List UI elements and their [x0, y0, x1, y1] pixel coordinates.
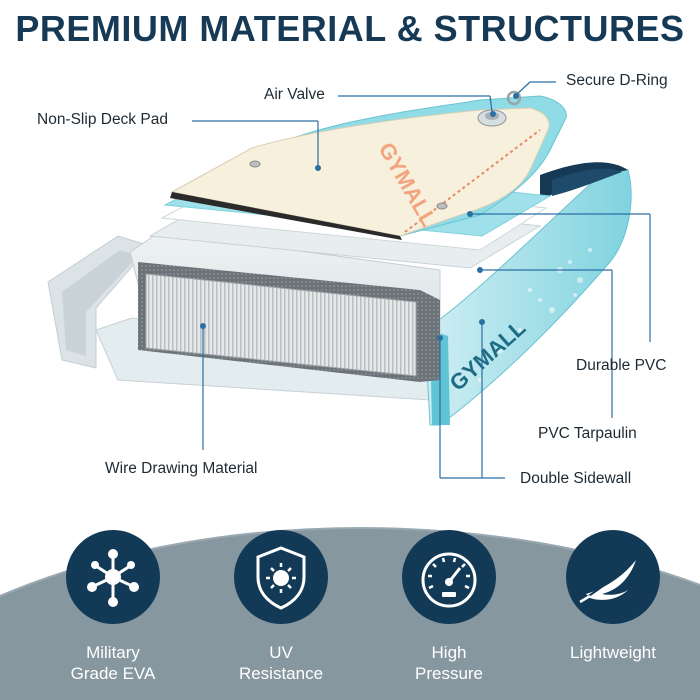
feature-text: Military Grade EVA: [70, 643, 156, 683]
feature-text: High Pressure: [414, 643, 484, 683]
page-title: PREMIUM MATERIAL & STRUCTURES: [15, 8, 685, 49]
pressure-gauge-icon: [402, 530, 496, 624]
molecule-icon: [66, 530, 160, 624]
deck-pad-label: Non-Slip Deck Pad: [37, 111, 168, 128]
wire-drawing-label: Wire Drawing Material: [105, 460, 258, 477]
feature-uv-resistance: UV Resistance: [211, 530, 351, 684]
double-sidewall-label: Double Sidewall: [520, 470, 632, 487]
air-valve-label: Air Valve: [264, 86, 325, 103]
feature-lightweight: Lightweight: [543, 530, 683, 663]
d-ring-label: Secure D-Ring: [566, 72, 668, 89]
durable-pvc-label: Durable PVC: [576, 357, 667, 374]
pvc-tarpaulin-label: PVC Tarpaulin: [538, 425, 637, 442]
feature-text: UV Resistance: [238, 643, 324, 683]
feather-icon: [566, 530, 660, 624]
feature-military-eva: Military Grade EVA: [43, 530, 183, 684]
feature-text: Lightweight: [569, 643, 656, 662]
uv-shield-icon: [234, 530, 328, 624]
feature-high-pressure: High Pressure: [379, 530, 519, 684]
